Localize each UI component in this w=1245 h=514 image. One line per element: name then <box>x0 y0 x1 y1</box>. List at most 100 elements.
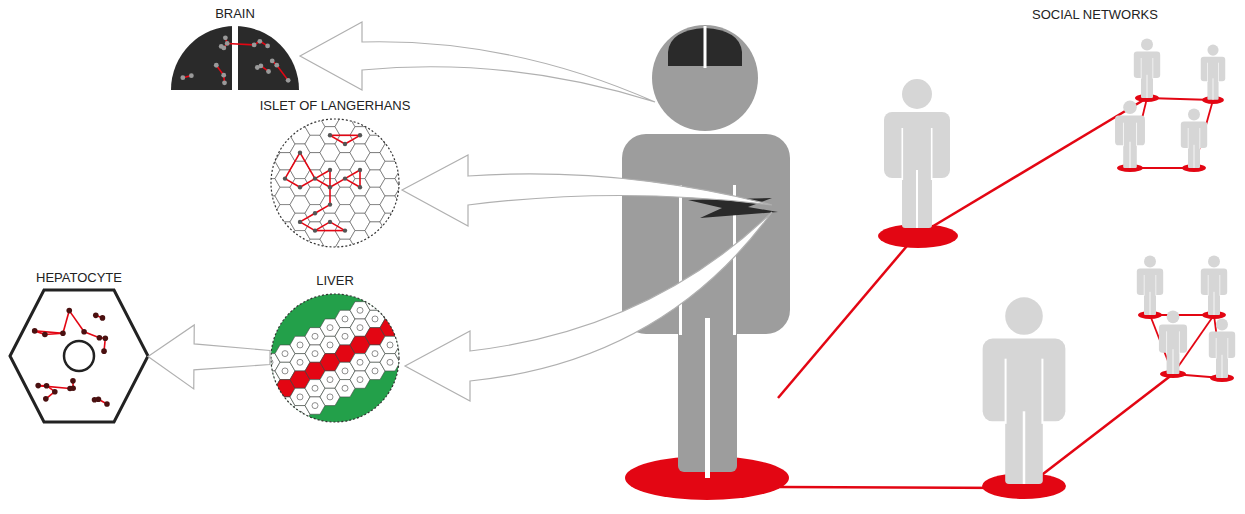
network-node <box>214 63 219 68</box>
cell-nucleus <box>267 359 273 365</box>
person-figure <box>1159 310 1187 374</box>
cell-nucleus <box>312 351 318 357</box>
network-node <box>100 315 106 321</box>
network-link <box>329 170 331 187</box>
cell-nucleus <box>267 411 273 417</box>
liver-cell <box>380 284 400 301</box>
brain-outline <box>171 26 299 90</box>
islet-cell <box>395 118 415 135</box>
person-figure <box>1137 255 1163 315</box>
hepatocyte-outline <box>10 290 148 422</box>
cell-nucleus <box>327 377 333 383</box>
islet-cell <box>275 239 295 256</box>
network-link <box>330 222 345 231</box>
network-link <box>227 43 254 44</box>
network-link <box>330 135 360 137</box>
hemisphere-gap <box>232 26 238 90</box>
network-node <box>298 220 302 224</box>
network-node <box>343 176 347 180</box>
network-node <box>358 133 362 137</box>
network-node <box>221 46 226 51</box>
network-link <box>300 179 315 188</box>
islet-outline <box>271 119 399 247</box>
network-node <box>60 330 66 336</box>
liver-cell <box>260 388 280 405</box>
network-link <box>345 170 360 179</box>
islet-cell <box>320 92 340 109</box>
islet-cell <box>260 248 280 265</box>
islet-cell <box>365 257 385 274</box>
cell-nucleus <box>252 437 258 443</box>
section-label: SOCIAL NETWORKS <box>1010 7 1180 23</box>
cell-nucleus <box>297 394 303 400</box>
islet-cell <box>275 118 295 135</box>
person-figure <box>1181 108 1207 168</box>
network-link <box>300 222 315 231</box>
panel-illustration <box>170 26 300 90</box>
network-link <box>330 179 345 188</box>
network-node <box>343 142 347 146</box>
zoom-arrow <box>148 325 270 389</box>
liver-cell <box>395 276 415 293</box>
islet-cell <box>245 135 265 152</box>
zoom-arrows <box>300 22 772 401</box>
network-node <box>328 133 332 137</box>
network-node <box>270 59 275 64</box>
liver-cell <box>380 319 400 336</box>
liver-cell <box>245 414 265 431</box>
person-figure <box>1209 318 1235 378</box>
islet-cell <box>290 248 310 265</box>
network-node <box>358 185 362 189</box>
liver-cell <box>395 293 415 310</box>
islet-panel: ISLET OF LANGERHANS <box>270 118 400 248</box>
liver-cell <box>275 414 295 431</box>
liver-cell <box>245 380 265 397</box>
islet-cell <box>305 101 325 118</box>
cell-nucleus <box>357 307 363 313</box>
network-node <box>81 329 87 335</box>
nucleus <box>64 341 94 371</box>
islet-cell <box>395 135 415 152</box>
network-node <box>313 211 317 215</box>
islet-cell <box>245 257 265 274</box>
islet-cell <box>245 239 265 256</box>
liver-cell <box>245 432 265 449</box>
cell-nucleus <box>297 342 303 348</box>
islet-cell <box>350 248 370 265</box>
social-link <box>930 98 1147 228</box>
network-node <box>259 64 264 69</box>
network-node <box>52 389 58 395</box>
cell-nucleus <box>402 333 408 339</box>
islet-cell <box>260 92 280 109</box>
person-figure <box>1201 45 1226 101</box>
cell-nucleus <box>267 377 273 383</box>
liver-cell <box>395 310 415 327</box>
islet-cell <box>380 213 400 230</box>
network-link <box>300 153 315 179</box>
islet-cell <box>335 101 355 118</box>
cell-nucleus <box>297 359 303 365</box>
liver-cell <box>245 362 265 379</box>
network-link <box>35 331 63 333</box>
cell-nucleus <box>387 342 393 348</box>
liver-tissue <box>245 276 415 449</box>
brain-panel: BRAIN <box>170 26 300 90</box>
cytoskeleton-network <box>32 308 110 407</box>
islet-cell <box>260 109 280 126</box>
cell-nucleus <box>312 403 318 409</box>
neural-network <box>180 35 290 85</box>
network-node <box>257 39 262 44</box>
network-node <box>328 168 332 172</box>
cell-nucleus <box>252 368 258 374</box>
cell-nucleus <box>327 325 333 331</box>
network-node <box>221 73 226 78</box>
cell-nucleus <box>282 351 288 357</box>
network-link <box>345 179 360 188</box>
network-node <box>225 41 230 46</box>
network-link <box>359 170 361 187</box>
network-node <box>70 378 76 384</box>
network-node <box>328 202 332 206</box>
islet-cell <box>275 257 295 274</box>
